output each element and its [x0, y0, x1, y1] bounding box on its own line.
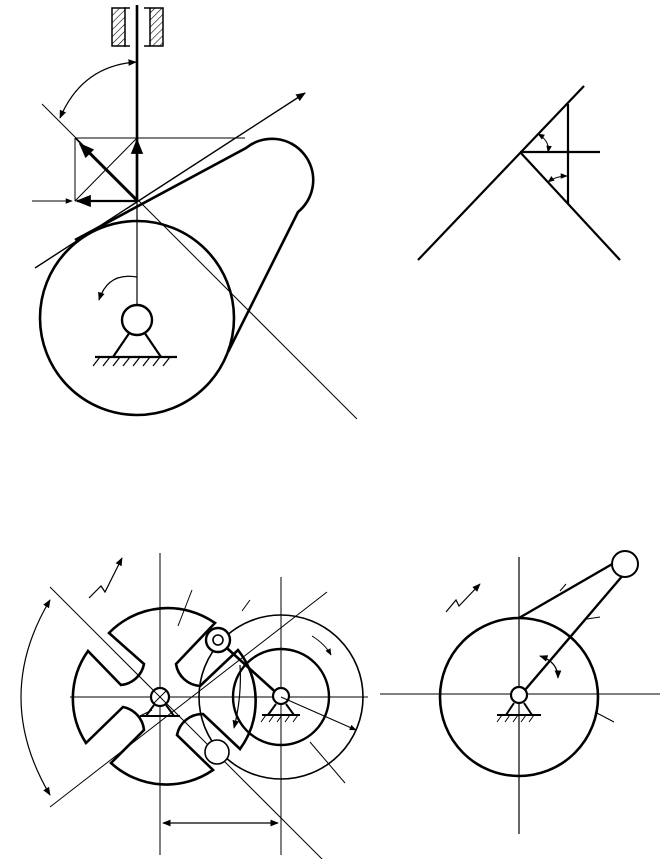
velocity-construction [32, 138, 245, 208]
crank-end-roller [612, 551, 638, 577]
crank-mechanism [380, 551, 660, 834]
tangent-line [35, 93, 306, 268]
pin-path-arc [232, 665, 240, 729]
driver-radius-arrow [281, 697, 357, 730]
crank-hub [497, 687, 541, 722]
driving-pin [206, 628, 230, 652]
crank-swing-arrow [539, 655, 562, 679]
pressure-angle-triangle [418, 86, 620, 260]
driver-outer-circle [199, 615, 363, 779]
crank-link-upper [519, 563, 614, 618]
driver-rotation-arrow [312, 636, 331, 656]
normal-line [42, 104, 357, 419]
angle-arc-upper [537, 134, 552, 153]
driving-pin-centre [213, 635, 223, 645]
rotation-arrow [98, 276, 137, 301]
pressure-angle-arc [60, 59, 137, 119]
geneva-hub [140, 688, 180, 716]
geneva-mechanism [21, 553, 368, 859]
crank-rotation-indicator [446, 583, 481, 612]
roller-lower [205, 740, 229, 764]
driver-locking-disc [233, 649, 329, 745]
cam-envelope [75, 139, 313, 352]
wheel-angle-arc [21, 599, 50, 796]
cam-follower-mechanism [32, 5, 357, 419]
driver-hub [261, 688, 300, 722]
angle-arc-lower [547, 173, 568, 183]
crank-link-lower [519, 574, 624, 697]
geneva-wheel [73, 608, 256, 784]
follower-guide [112, 8, 163, 46]
driver-crank [218, 640, 281, 697]
cam-pivot-support [93, 305, 177, 366]
